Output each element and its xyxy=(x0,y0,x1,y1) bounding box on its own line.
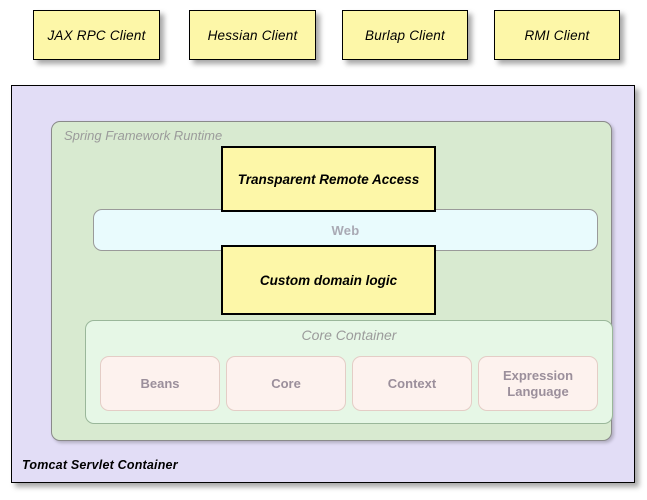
spring-framework-runtime-label: Spring Framework Runtime xyxy=(64,128,223,143)
core-module-label: Expression Language xyxy=(502,367,574,399)
overlay-label: Transparent Remote Access xyxy=(237,171,420,187)
core-module-expression-language[interactable]: Expression Language xyxy=(478,356,598,411)
tomcat-servlet-container-label: Tomcat Servlet Container xyxy=(22,458,178,472)
overlay-transparent-remote-access[interactable]: Transparent Remote Access xyxy=(221,146,436,212)
core-module-context[interactable]: Context xyxy=(352,356,472,411)
core-module-label: Beans xyxy=(140,375,180,391)
client-box-label: RMI Client xyxy=(524,27,590,43)
client-box-label: Hessian Client xyxy=(207,27,298,43)
client-box-burlap[interactable]: Burlap Client xyxy=(342,10,468,60)
core-module-core[interactable]: Core xyxy=(226,356,346,411)
web-layer-label: Web xyxy=(331,222,360,238)
core-modules-row: Beans Core Context Expression Language xyxy=(100,356,598,411)
core-container-label: Core Container xyxy=(301,327,397,343)
overlay-custom-domain-logic[interactable]: Custom domain logic xyxy=(221,245,436,315)
client-box-label: JAX RPC Client xyxy=(47,27,146,43)
core-container-box: Core Container Beans Core Context Expres… xyxy=(85,320,613,424)
core-module-label: Core xyxy=(271,375,301,391)
overlay-label: Custom domain logic xyxy=(259,272,398,288)
client-box-rmi[interactable]: RMI Client xyxy=(494,10,620,60)
core-module-label: Context xyxy=(387,375,437,391)
core-module-beans[interactable]: Beans xyxy=(100,356,220,411)
client-box-label: Burlap Client xyxy=(365,27,445,43)
client-box-hessian[interactable]: Hessian Client xyxy=(189,10,316,60)
client-box-jax-rpc[interactable]: JAX RPC Client xyxy=(33,10,160,60)
